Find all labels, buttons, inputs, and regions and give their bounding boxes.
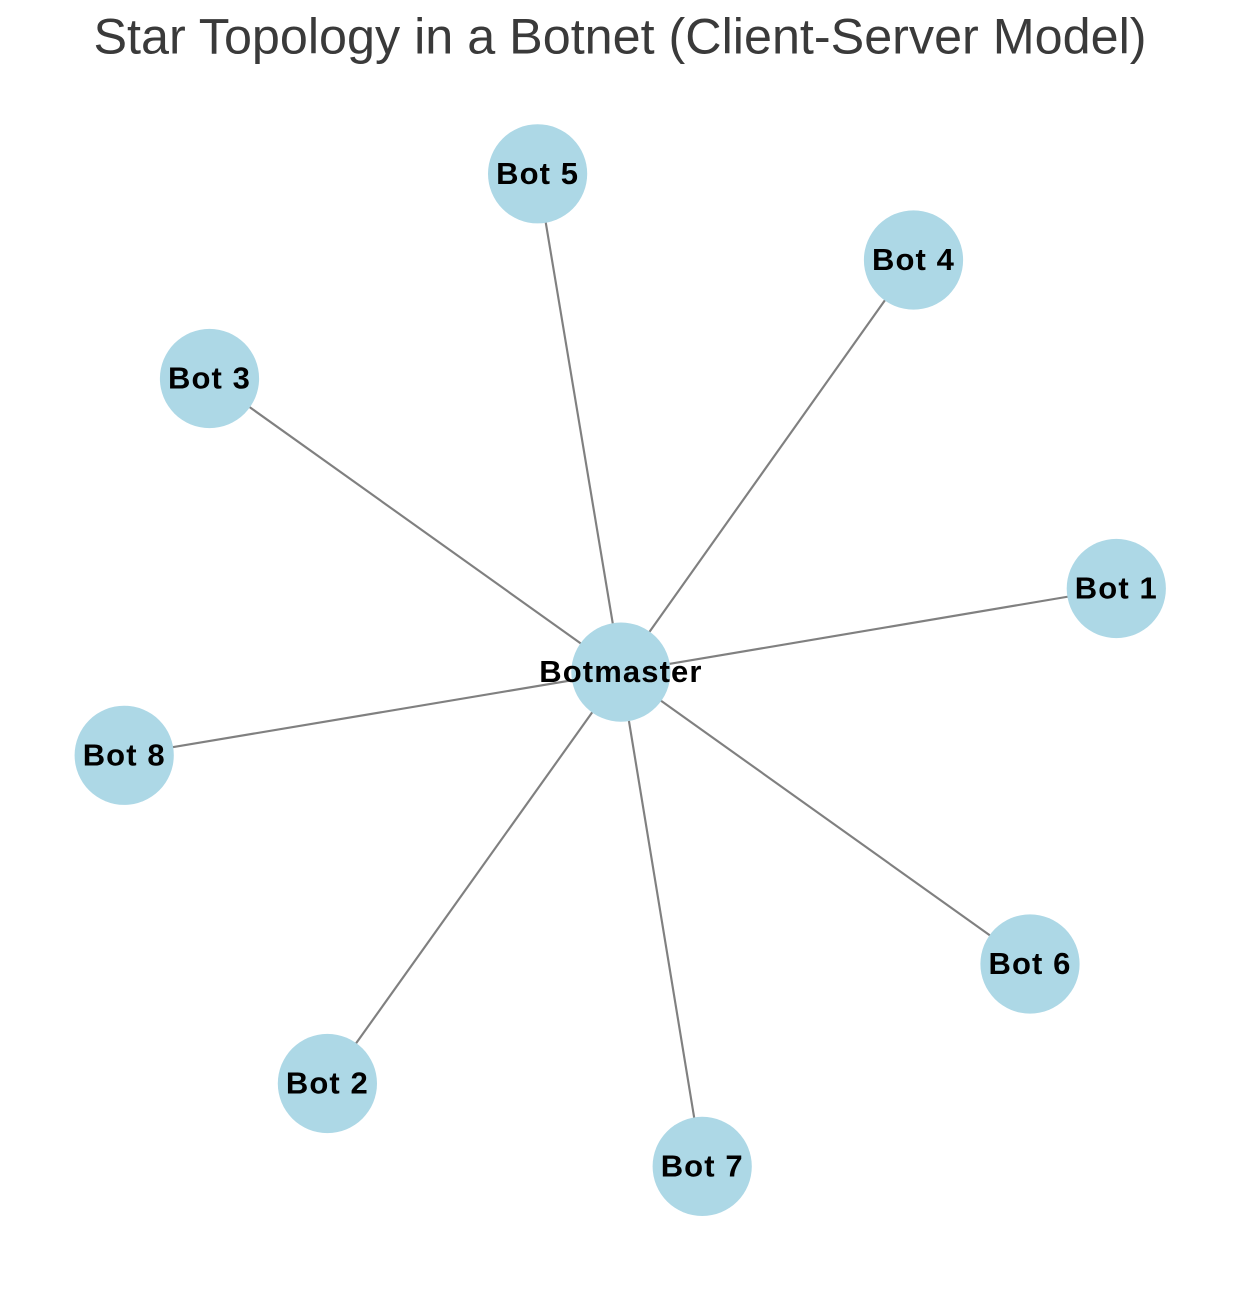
svg-text:Bot 7: Bot 7 bbox=[661, 1148, 744, 1183]
svg-text:Bot 5: Bot 5 bbox=[496, 156, 579, 191]
svg-text:Botmaster: Botmaster bbox=[539, 654, 702, 689]
svg-text:Bot 3: Bot 3 bbox=[168, 361, 251, 396]
svg-text:Bot 2: Bot 2 bbox=[286, 1066, 369, 1101]
svg-text:Bot 4: Bot 4 bbox=[872, 242, 955, 277]
svg-text:Bot 1: Bot 1 bbox=[1075, 571, 1158, 606]
svg-text:Bot 8: Bot 8 bbox=[83, 737, 166, 772]
svg-text:Star Topology in a Botnet (Cli: Star Topology in a Botnet (Client-Server… bbox=[93, 8, 1146, 65]
svg-text:Bot 6: Bot 6 bbox=[989, 946, 1072, 981]
